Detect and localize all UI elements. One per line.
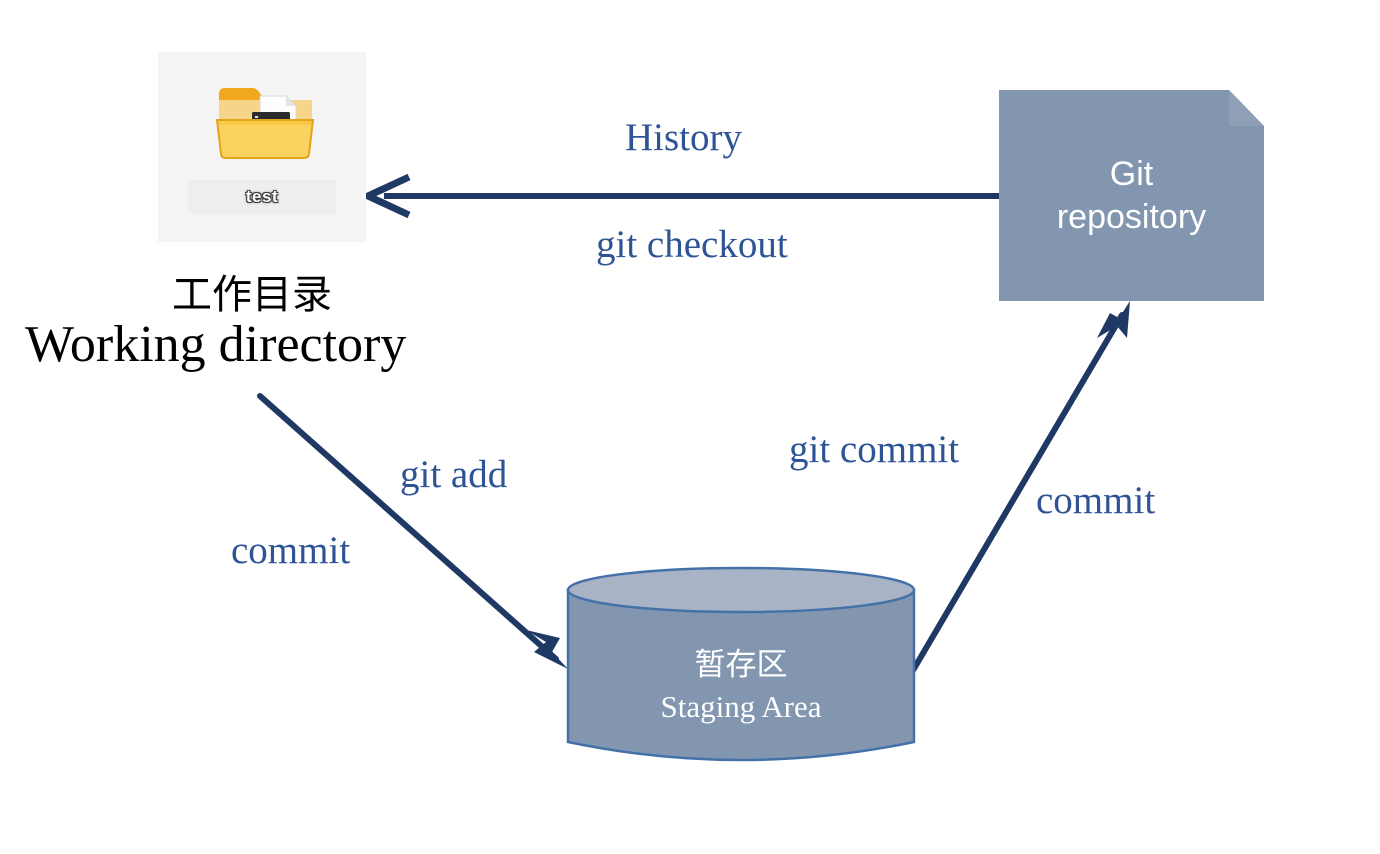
git-repository-line2: repository: [1056, 197, 1207, 236]
edge-label-git-checkout: git checkout: [596, 223, 788, 266]
folder-label-highlight: [188, 180, 336, 214]
staging-area-label-en: Staging Area: [660, 689, 822, 724]
git-repository-line1: Git: [1109, 155, 1154, 193]
edge-label-history: History: [625, 116, 742, 159]
git-repository-label: Git repository: [999, 90, 1264, 301]
edge-label-commit-left: commit: [231, 529, 351, 572]
staging-area-label: 暂存区 Staging Area: [566, 566, 916, 772]
staging-area-cylinder[interactable]: [566, 566, 916, 772]
working-directory-caption-cn: 工作目录: [172, 272, 332, 317]
staging-area-label-cn: 暂存区: [694, 647, 788, 683]
arrow-repo-to-workdir: [359, 173, 999, 219]
edge-label-git-add: git add: [400, 453, 508, 496]
working-directory-icon-tile[interactable]: test: [158, 52, 366, 242]
edge-label-commit-right: commit: [1036, 479, 1156, 522]
folder-label: test: [245, 187, 279, 206]
git-repository-shape[interactable]: [999, 90, 1264, 301]
edge-label-git-commit: git commit: [789, 428, 960, 471]
folder-icon: [215, 80, 315, 160]
working-directory-caption-en: Working directory: [25, 316, 407, 373]
